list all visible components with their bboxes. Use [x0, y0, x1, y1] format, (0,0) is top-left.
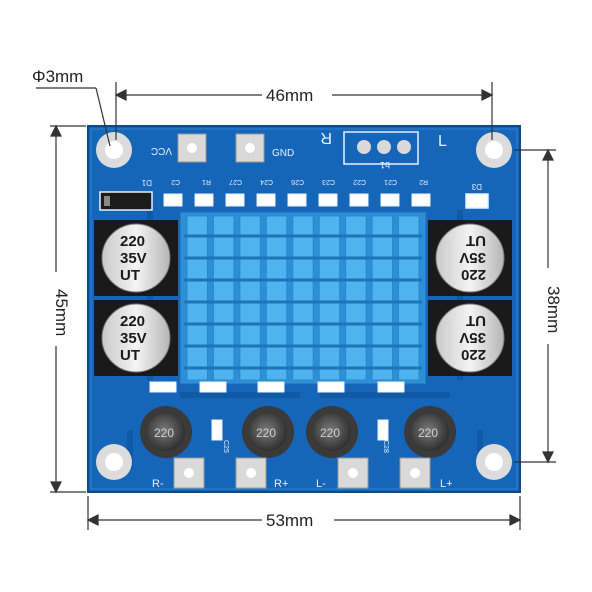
inductor: 220 [404, 406, 456, 458]
smd-part [380, 193, 400, 207]
capacitor-text: 35V [120, 250, 147, 267]
inductor: 220 [140, 406, 192, 458]
capacitor-text: UT [466, 232, 486, 249]
capacitor-text: UT [120, 267, 140, 284]
smd-label: C22 [353, 178, 366, 185]
smd-label: C27 [229, 178, 242, 185]
heatsink-fin [318, 215, 341, 381]
speaker-pad [173, 457, 205, 489]
smd-part [194, 193, 214, 207]
speaker-pad [399, 457, 431, 489]
capacitor-text: 35V [459, 329, 486, 346]
pcb-edge [90, 128, 518, 490]
smd-part [163, 193, 183, 207]
capacitor-text: 220 [461, 346, 486, 363]
mounting-hole-tr [476, 132, 512, 168]
capacitor-text: 220 [120, 313, 145, 330]
d1-label: D1 [141, 178, 152, 187]
smd-part [349, 193, 369, 207]
speaker-pad [235, 457, 267, 489]
smd-label: C2 [171, 178, 180, 185]
mounting-hole-br [476, 444, 512, 480]
vcc-label: VCC [151, 145, 172, 156]
inductor-label: 220 [418, 426, 438, 440]
l-channel-label: L [438, 133, 447, 150]
heatsink-fin [292, 215, 314, 381]
capacitor-text: 220 [461, 266, 486, 283]
smd-label: R1 [202, 178, 211, 185]
gnd-pad [235, 133, 265, 163]
r-channel-label: R [320, 129, 332, 146]
l-minus-label: L- [316, 478, 326, 490]
smd-label: R2 [419, 178, 428, 185]
smd-part [225, 193, 245, 207]
capacitor-text: UT [120, 347, 140, 364]
smd-row: C2 R1 C27 C24 C26 C23 C22 C21 R2 [163, 178, 431, 207]
mounting-hole-tl [96, 132, 132, 168]
smd-part [287, 193, 307, 207]
r-plus-label: R+ [274, 478, 288, 490]
bottom-smd-parts [149, 381, 405, 441]
smd-label: C26 [291, 178, 304, 185]
heatsink [179, 211, 427, 385]
heatsink-fin [265, 215, 288, 381]
pot-label: b1 [380, 160, 390, 170]
top-width-label: 46mm [266, 86, 313, 105]
c25-label: C25 [222, 440, 229, 453]
diode-d3 [465, 193, 489, 209]
inductor-label: 220 [256, 426, 276, 440]
gnd-label: GND [272, 148, 294, 159]
heatsink-fin [212, 215, 235, 381]
right-height-label: 38mm [544, 286, 563, 333]
mounting-hole-bl [96, 444, 132, 480]
diode-d1 [99, 191, 153, 211]
smd-part [411, 193, 431, 207]
capacitor-text: UT [466, 312, 486, 329]
r-minus-label: R- [152, 478, 164, 490]
speaker-pad [337, 457, 369, 489]
heatsink-fin [345, 215, 367, 381]
heatsink-fin [398, 215, 420, 381]
potentiometer-header [343, 131, 419, 165]
bottom-width-label: 53mm [266, 511, 313, 530]
vcc-pad [177, 133, 207, 163]
smd-label: C23 [322, 178, 335, 185]
hole-diameter-label: Φ3mm [32, 67, 83, 86]
smd-label: C21 [384, 178, 397, 185]
inductor: 220 [306, 406, 358, 458]
left-height-label: 45mm [52, 289, 71, 336]
heatsink-fin [371, 215, 394, 381]
smd-part [318, 193, 338, 207]
d3-label: D3 [471, 182, 482, 191]
capacitor-text: 220 [120, 233, 145, 250]
heatsink-fin [186, 215, 208, 381]
c28-label: C28 [382, 440, 389, 453]
heatsink-fin [239, 215, 261, 381]
inductor: 220 [242, 406, 294, 458]
smd-label: C24 [260, 178, 273, 185]
inductor-label: 220 [154, 426, 174, 440]
dimension-lines [36, 82, 556, 530]
capacitor-text: 35V [459, 249, 486, 266]
l-plus-label: L+ [440, 478, 453, 490]
capacitor-text: 35V [120, 330, 147, 347]
inductor-label: 220 [320, 426, 340, 440]
smd-part [256, 193, 276, 207]
